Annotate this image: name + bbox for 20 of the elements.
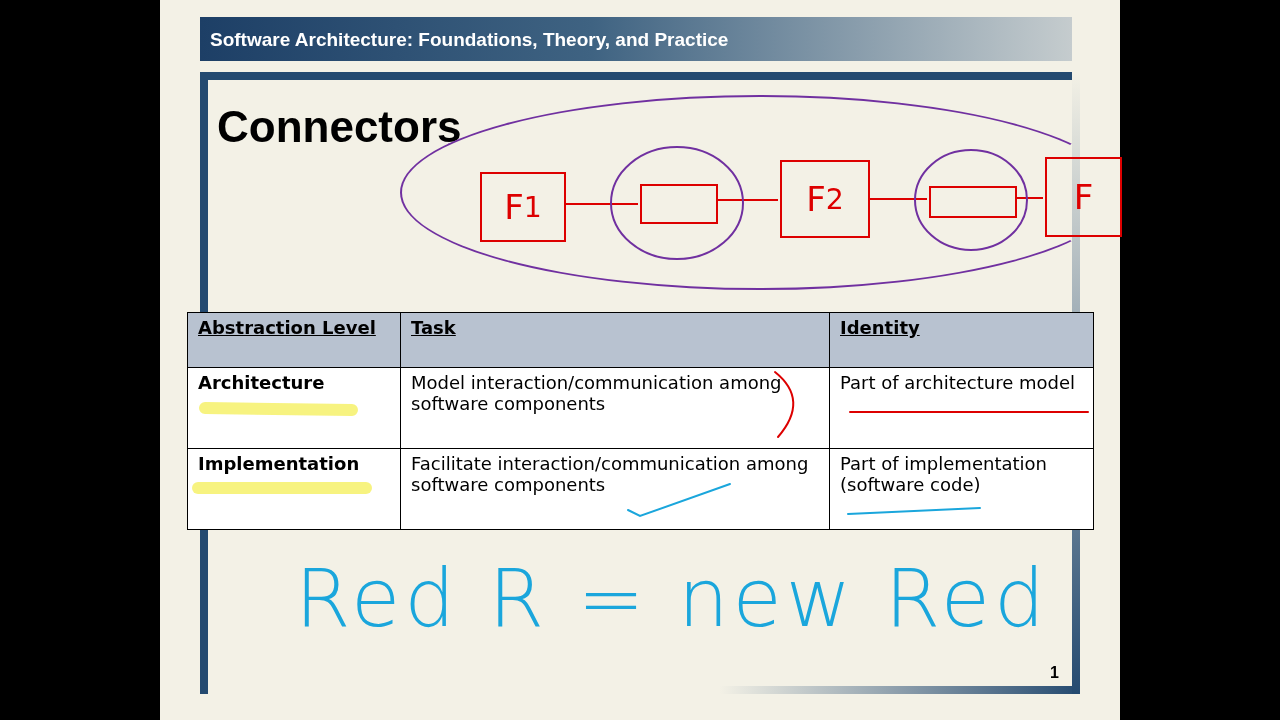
title-banner: Software Architecture: Foundations, Theory, and Practice xyxy=(200,17,1072,61)
table-cell-text: Part of architecture model xyxy=(840,372,1075,393)
row-header: Implementation xyxy=(198,453,360,474)
table-cell-text: Part of implementation (software code) xyxy=(840,453,1047,495)
connector-line xyxy=(1014,197,1044,199)
column-header: Task xyxy=(411,317,456,338)
column-header: Identity xyxy=(840,317,920,338)
slide-heading: Connectors xyxy=(217,102,462,152)
table-cell-text: Model interaction/communication among software components xyxy=(411,372,782,414)
handwritten-note: Red R = new Red xyxy=(295,552,1049,645)
row-header: Architecture xyxy=(198,372,325,393)
column-header: Abstraction Level xyxy=(198,317,376,338)
connector-line xyxy=(563,203,639,205)
connector-line xyxy=(715,199,779,201)
table-cell-text: Facilitate interaction/communication among software components xyxy=(411,453,809,495)
sketched-component-box: F xyxy=(1045,157,1122,237)
sketched-connector-box xyxy=(929,186,1017,218)
sketched-connector-box xyxy=(640,184,718,224)
page-number: 1 xyxy=(1050,664,1059,682)
connector-line xyxy=(867,198,928,200)
